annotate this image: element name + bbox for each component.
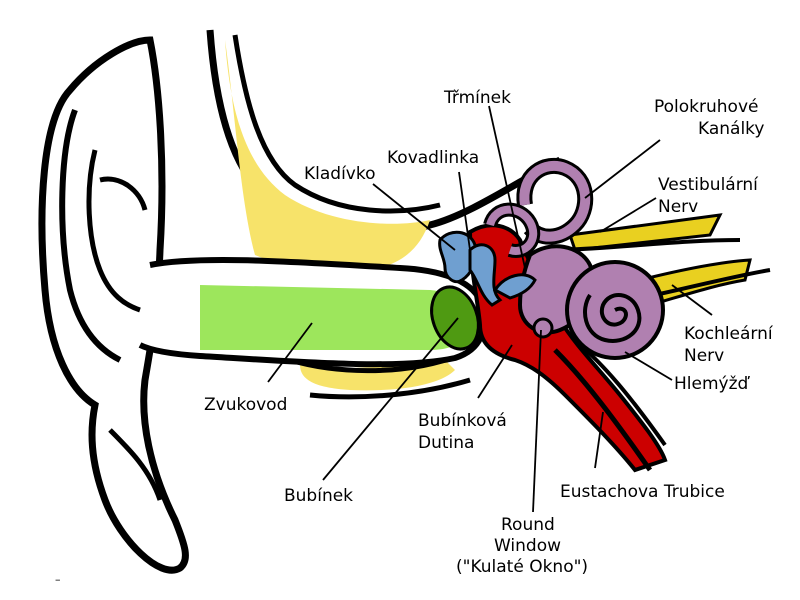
label-vestibularni-1: Vestibulární <box>658 175 759 195</box>
ossicles <box>438 230 537 307</box>
helix-fold <box>59 108 122 363</box>
label-vestibularni-2: Nerv <box>658 197 698 217</box>
canal-loop-fill <box>486 205 538 255</box>
label-bubinek: Bubínek <box>284 486 353 506</box>
inner-ear <box>483 157 665 360</box>
labels: Třmínek Polokruhové Kanálky Kovadlinka K… <box>55 88 774 586</box>
leader-bubinek <box>322 317 459 481</box>
vestibular-nerve <box>568 213 723 252</box>
leader-kochlearni <box>671 284 713 316</box>
label-kochlearni-1: Kochleární <box>684 324 774 344</box>
label-round-1: Round <box>501 515 555 535</box>
lobule-fold <box>108 428 163 501</box>
tube-line-1 <box>553 348 653 472</box>
stapes <box>492 273 537 300</box>
leader-trminek <box>488 105 526 269</box>
upper-bone-area <box>225 40 430 272</box>
incus <box>468 243 503 307</box>
label-kladivko: Kladívko <box>304 164 376 184</box>
canal-fill <box>200 285 470 350</box>
leader-eustachova <box>594 411 604 469</box>
leader-bubinkova <box>477 344 513 399</box>
leader-lines <box>267 105 713 513</box>
label-bubinkova-2: Dutina <box>418 433 474 453</box>
semicircular-canal-fill <box>519 160 591 242</box>
leader-zvukovod <box>267 322 313 383</box>
leader-kovadlinka <box>458 171 471 251</box>
round-window <box>532 317 554 339</box>
leader-vestibularni <box>599 197 657 233</box>
ear-canal <box>138 256 487 368</box>
eardrum <box>430 285 480 351</box>
label-eustachova: Eustachova Trubice <box>560 482 725 502</box>
nerve-line-1 <box>559 238 741 252</box>
lower-bone-line-2 <box>309 377 471 400</box>
skull-line-inner <box>232 34 441 214</box>
leader-round-window <box>532 329 542 513</box>
footnote-mark: – <box>55 573 61 586</box>
label-hlemyzd: Hlemýžď <box>674 374 751 394</box>
leader-hlemyzd <box>624 351 673 381</box>
crus-fold <box>99 176 148 211</box>
label-kovadlinka: Kovadlinka <box>387 148 479 168</box>
label-kochlearni-2: Nerv <box>684 346 724 366</box>
label-zvukovod: Zvukovod <box>204 395 287 415</box>
cochlea-spiral <box>583 293 642 343</box>
tube-line-2 <box>578 343 667 447</box>
nerves <box>559 213 771 307</box>
leader-kladivko <box>372 183 456 251</box>
label-polokruhove-2: Kanálky <box>698 119 764 139</box>
nerve-line-2 <box>654 268 771 297</box>
label-bubinkova-1: Bubínková <box>418 411 507 431</box>
label-round-2: Window <box>494 536 561 556</box>
label-round-3: ("Kulaté Okno") <box>456 557 588 577</box>
leader-polokruhove <box>584 139 661 199</box>
label-trminek: Třmínek <box>443 88 511 108</box>
label-polokruhove-1: Polokruhové <box>654 97 758 117</box>
antihelix-fold <box>86 149 141 313</box>
